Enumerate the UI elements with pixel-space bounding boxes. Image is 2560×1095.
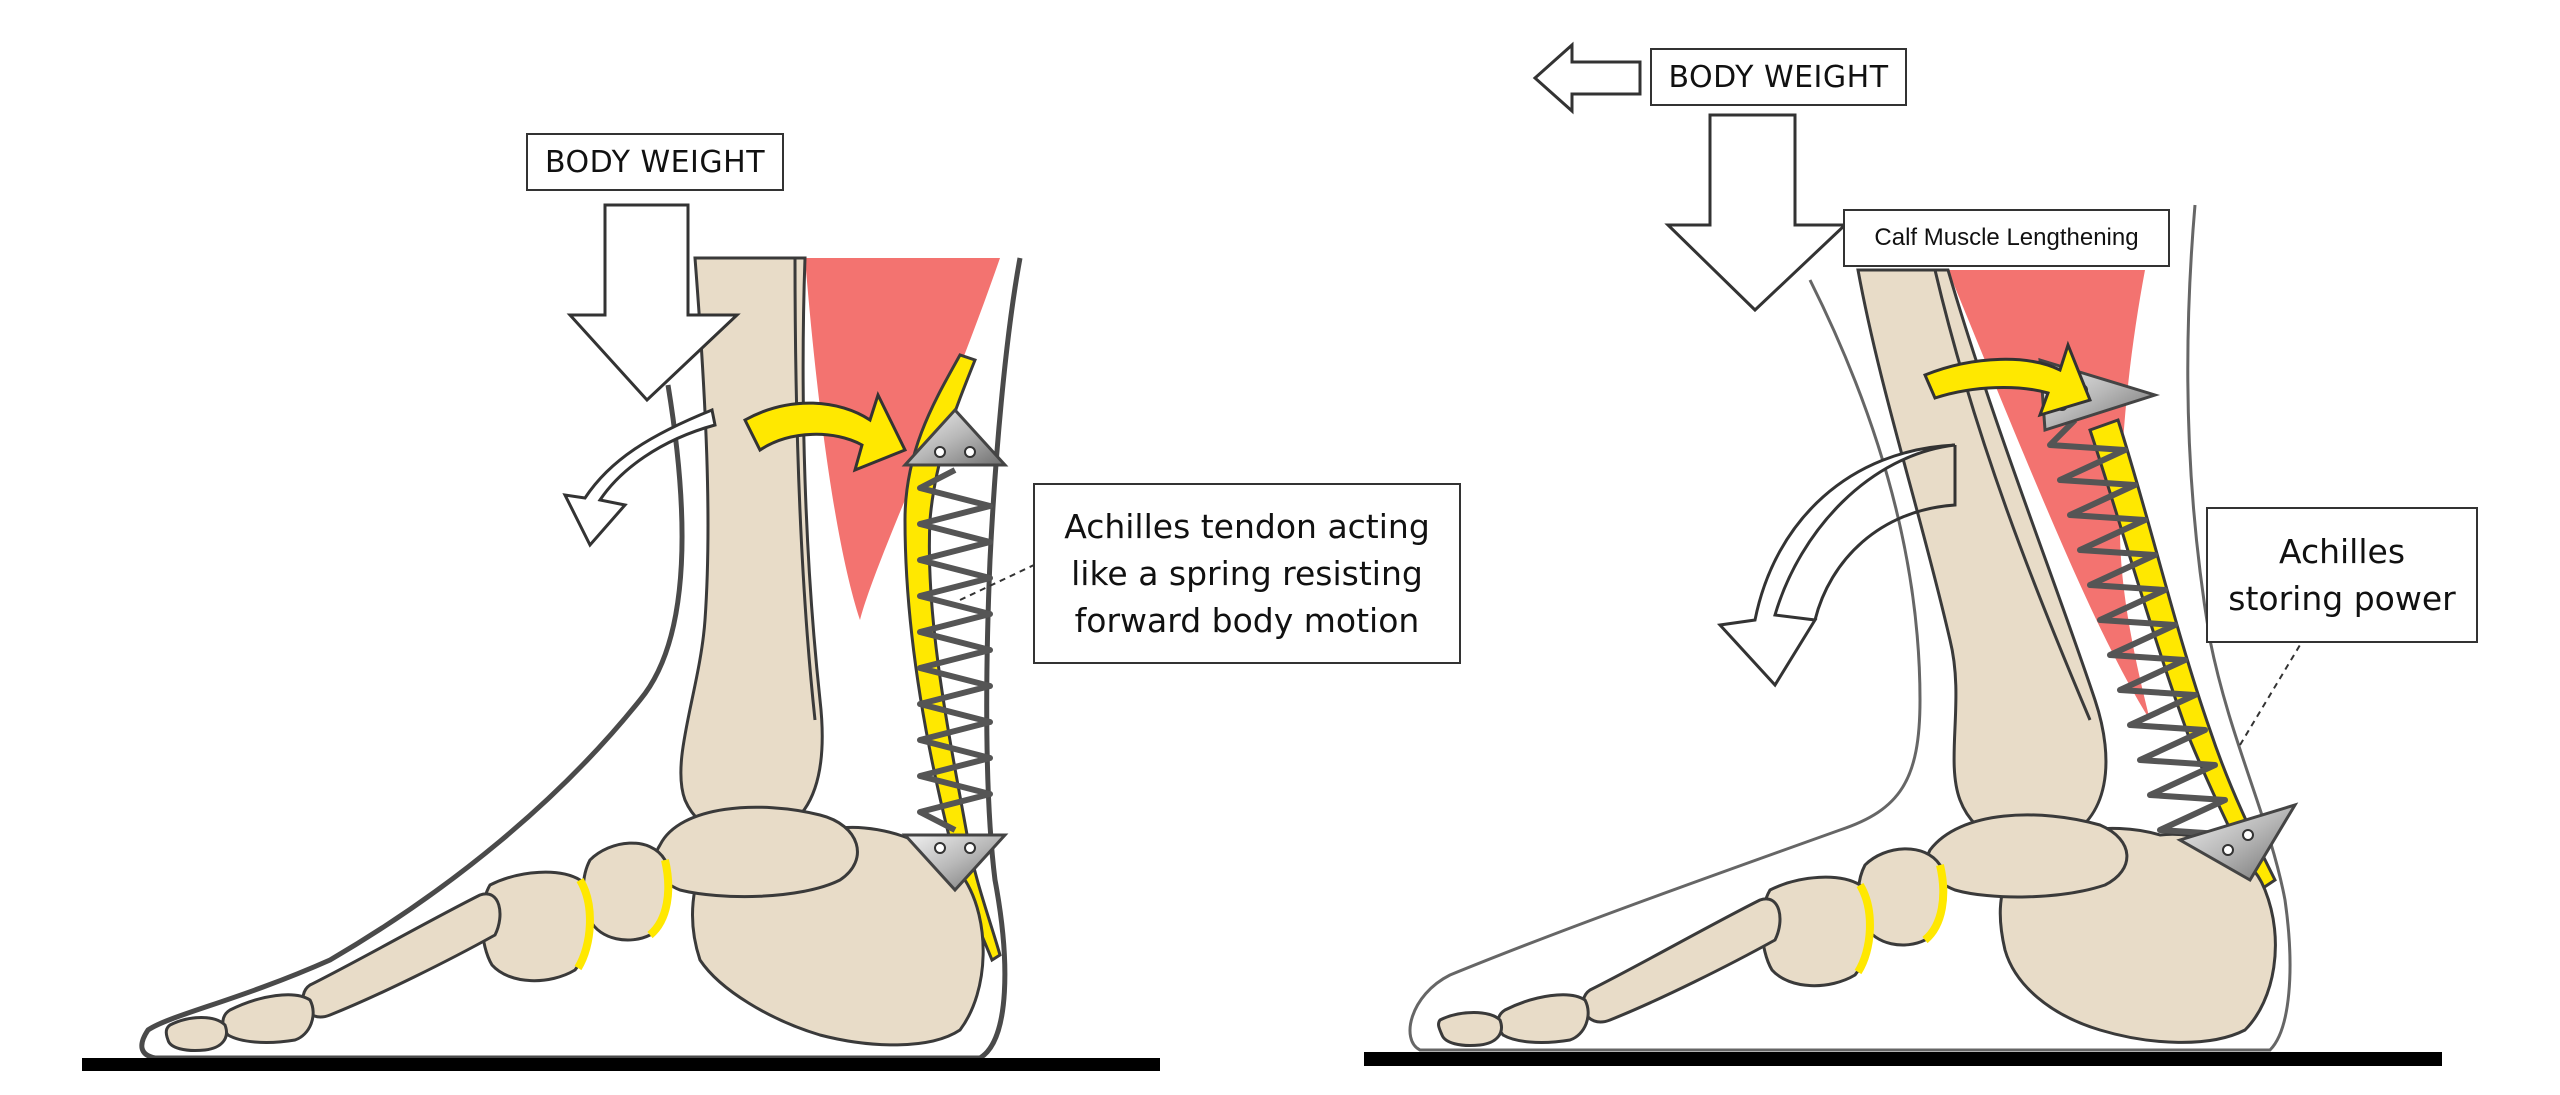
left-body-weight-arrow — [566, 203, 741, 403]
right-callout-box: Achilles storing power — [2206, 507, 2478, 643]
right-joint-cartilage-1 — [1854, 882, 1874, 975]
left-skin-outline — [139, 257, 1023, 1061]
left-cuneiform — [480, 870, 592, 983]
right-yellow-motion-arrow — [1923, 340, 2093, 418]
left-callout-box: Achilles tendon acting like a spring res… — [1033, 483, 1461, 664]
left-metatarsal — [301, 892, 502, 1019]
right-toe-phalanx-1 — [1496, 993, 1590, 1044]
left-ground — [82, 1058, 1160, 1071]
left-calf-muscle — [805, 258, 1000, 620]
left-fibula-line — [793, 257, 817, 721]
right-forward-arrow — [1532, 41, 1642, 115]
right-spring-coil — [2047, 417, 2238, 853]
right-fibula-line — [1933, 269, 2092, 721]
right-callout-leader — [2239, 644, 2301, 746]
right-achilles-tendon — [2088, 418, 2277, 893]
right-toe-phalanx-2 — [1437, 1011, 1503, 1047]
left-callout-leader — [959, 564, 1035, 601]
left-toe-phalanx-1 — [221, 993, 315, 1044]
left-spring — [901, 407, 1009, 893]
right-joint-cartilage-2 — [1922, 864, 1948, 944]
right-body-weight-label: BODY WEIGHT — [1650, 48, 1907, 106]
right-panel — [1364, 41, 2442, 1066]
left-toe-phalanx-2 — [164, 1016, 228, 1052]
right-ground — [1364, 1052, 2442, 1066]
left-spring-bottom-cap — [901, 833, 1009, 893]
right-metatarsal — [1581, 897, 1782, 1024]
right-talus — [1925, 813, 2129, 899]
left-spring-top-cap — [901, 407, 1009, 467]
left-rotation-arrow — [562, 407, 717, 548]
left-joint-cartilage-2 — [647, 859, 673, 939]
left-joint-cartilage-1 — [574, 877, 594, 971]
left-talus — [653, 805, 859, 899]
right-cuneiform — [1760, 875, 1872, 988]
right-spring-bottom-cap — [2176, 802, 2299, 883]
right-muscle-label: Calf Muscle Lengthening — [1843, 209, 2170, 267]
right-rotation-arrow — [1716, 443, 1956, 688]
left-spring-coil — [917, 467, 993, 833]
left-panel — [82, 203, 1160, 1071]
left-yellow-motion-arrow — [743, 390, 908, 473]
left-body-weight-label: BODY WEIGHT — [526, 133, 784, 191]
right-body-weight-arrow — [1664, 113, 1849, 313]
